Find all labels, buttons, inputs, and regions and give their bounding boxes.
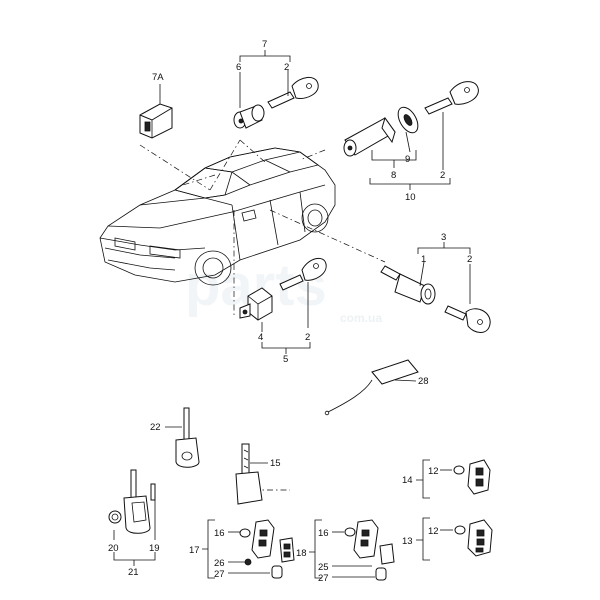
callout-2a: 2 xyxy=(284,62,289,73)
pin-19 xyxy=(150,483,156,501)
callout-4: 4 xyxy=(258,332,263,343)
dashed-leaders xyxy=(139,139,386,491)
callout-28: 28 xyxy=(418,376,429,387)
callout-21: 21 xyxy=(128,567,139,578)
callout-19: 19 xyxy=(149,543,160,554)
lock-cylinder-1 xyxy=(380,265,436,305)
callout-lines xyxy=(113,50,471,579)
callout-27b: 27 xyxy=(318,573,329,584)
callout-12b: 12 xyxy=(428,526,439,537)
callout-2b: 2 xyxy=(440,170,445,181)
callout-7: 7 xyxy=(262,39,267,50)
key-2c xyxy=(444,305,491,333)
callout-16a: 16 xyxy=(214,528,225,539)
callout-27a: 27 xyxy=(214,569,225,580)
callout-20: 20 xyxy=(108,543,119,554)
battery-20 xyxy=(108,510,122,524)
callout-12a: 12 xyxy=(428,466,439,477)
key-tag-28 xyxy=(324,359,419,416)
key-2d xyxy=(279,257,327,291)
callout-10: 10 xyxy=(405,192,416,203)
remote-14 xyxy=(453,459,491,495)
callout-1: 1 xyxy=(421,254,426,265)
switch-part-7a xyxy=(139,103,173,139)
remote-13 xyxy=(454,519,493,557)
callout-3: 3 xyxy=(441,232,446,243)
key-21 xyxy=(123,469,151,534)
callout-17: 17 xyxy=(189,545,200,556)
lock-cylinder-6 xyxy=(233,104,265,129)
callout-25: 25 xyxy=(318,562,329,573)
callout-labels: 7 6 2 7A 9 8 2 10 3 1 2 4 2 5 28 22 15 1… xyxy=(108,39,472,584)
key-2b xyxy=(424,81,479,115)
watermark-subtext: com.ua xyxy=(340,311,382,325)
lock-cylinder-4 xyxy=(239,287,273,321)
callout-5: 5 xyxy=(283,354,288,365)
callout-9: 9 xyxy=(405,154,410,165)
lock-cylinder-8 xyxy=(343,106,419,157)
car-illustration xyxy=(99,147,336,286)
key-2a xyxy=(267,77,319,109)
callout-15: 15 xyxy=(270,458,281,469)
callout-7a: 7A xyxy=(152,72,164,83)
key-15 xyxy=(235,443,263,505)
callout-6: 6 xyxy=(236,62,241,73)
callout-14: 14 xyxy=(402,475,413,486)
remote-17 xyxy=(239,519,295,579)
callout-16b: 16 xyxy=(318,528,329,539)
callout-8: 8 xyxy=(391,170,396,181)
remote-18 xyxy=(344,519,395,581)
callout-22: 22 xyxy=(150,422,161,433)
callout-13: 13 xyxy=(402,536,413,547)
callout-26a: 26 xyxy=(214,558,225,569)
callout-2d: 2 xyxy=(305,332,310,343)
key-22 xyxy=(175,407,200,468)
callout-2c: 2 xyxy=(467,254,472,265)
callout-18: 18 xyxy=(296,548,307,559)
